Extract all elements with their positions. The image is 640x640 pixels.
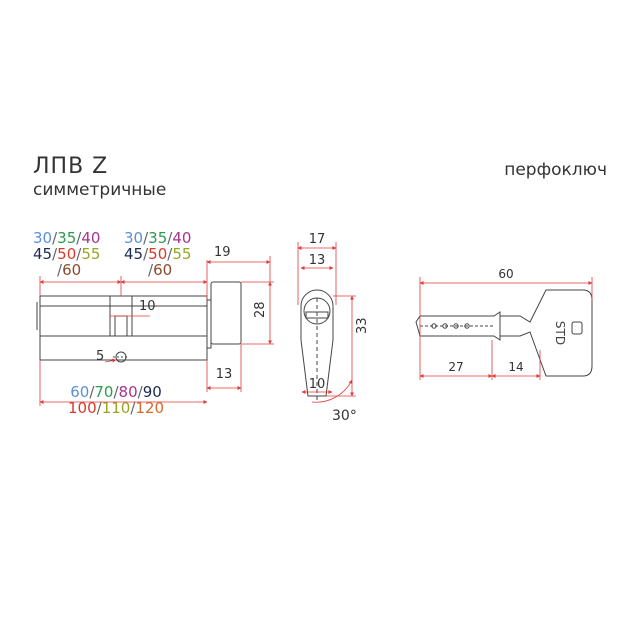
size-row: 45/50/55 xyxy=(33,246,100,262)
size-value: 35 xyxy=(57,229,77,247)
size-separator: / xyxy=(89,383,95,401)
knob-collar xyxy=(206,299,212,349)
key-type-label: перфоключ xyxy=(504,160,607,180)
size-value: 110 xyxy=(101,399,131,417)
size-value: 50 xyxy=(148,245,168,263)
size-separator: / xyxy=(52,245,58,263)
key-hole xyxy=(571,321,583,335)
key-dimensions xyxy=(419,277,593,380)
size-value: 100 xyxy=(68,399,97,417)
key-neck-label: 14 xyxy=(508,360,523,374)
size-row: 100/110/120 xyxy=(68,400,164,416)
key-brand-mark: STD xyxy=(553,321,567,345)
size-separator: / xyxy=(167,245,173,263)
profile-height-label: 33 xyxy=(355,317,370,334)
knob-depth-label: 13 xyxy=(216,367,233,382)
key-dimple xyxy=(431,323,437,329)
profile-inner-label: 13 xyxy=(309,253,326,268)
size-value: 60 xyxy=(62,261,82,279)
size-value: 60 xyxy=(70,383,90,401)
size-row: /60 xyxy=(33,262,100,278)
screw-leader xyxy=(104,358,117,363)
size-row: /60 xyxy=(124,262,191,278)
size-separator: / xyxy=(148,261,154,279)
size-value: 60 xyxy=(153,261,173,279)
key-total-label: 60 xyxy=(498,267,513,281)
size-separator: / xyxy=(130,399,136,417)
cam-gap-label: 10 xyxy=(139,299,156,314)
size-value: 40 xyxy=(81,229,101,247)
size-separator: / xyxy=(137,383,143,401)
screw-label: 5 xyxy=(96,349,104,364)
size-separator: / xyxy=(113,383,119,401)
size-value: 30 xyxy=(33,229,53,247)
size-row: 30/35/40 xyxy=(33,230,100,246)
size-value: 45 xyxy=(33,245,53,263)
cylinder-dimensions xyxy=(39,256,274,406)
size-separator: / xyxy=(76,245,82,263)
size-value: 40 xyxy=(172,229,192,247)
size-separator: / xyxy=(52,229,58,247)
size-separator: / xyxy=(76,229,82,247)
cylinder-side-view xyxy=(36,281,242,363)
knob-length-label: 19 xyxy=(214,245,231,260)
angle-label: 30° xyxy=(332,408,357,424)
size-row: 45/50/55 xyxy=(124,246,191,262)
size-separator: / xyxy=(143,245,149,263)
cylinder-profile-view xyxy=(300,289,334,402)
size-separator: / xyxy=(167,229,173,247)
key-blade-label: 27 xyxy=(448,360,463,374)
size-value: 70 xyxy=(94,383,114,401)
cam-slot xyxy=(114,315,128,337)
size-value: 55 xyxy=(81,245,101,263)
size-value: 120 xyxy=(135,399,165,417)
thumb-knob xyxy=(210,281,242,345)
size-value: 80 xyxy=(118,383,138,401)
angle-arc xyxy=(311,379,353,403)
size-value: 55 xyxy=(172,245,192,263)
profile-dimensions xyxy=(297,242,356,403)
knob-height-label: 28 xyxy=(253,301,268,318)
key-dimple xyxy=(464,323,470,329)
profile-width-label: 17 xyxy=(309,232,326,247)
size-row: 60/70/80/90 xyxy=(68,384,164,400)
size-separator: / xyxy=(143,229,149,247)
profile-outline xyxy=(300,289,334,397)
key-drawing xyxy=(415,289,593,377)
size-separator: / xyxy=(57,261,63,279)
size-value: 90 xyxy=(142,383,162,401)
size-value: 50 xyxy=(57,245,77,263)
size-value: 35 xyxy=(148,229,168,247)
size-value: 30 xyxy=(124,229,144,247)
size-separator: / xyxy=(96,399,102,417)
profile-bottom-label: 10 xyxy=(309,377,326,392)
size-value: 45 xyxy=(124,245,144,263)
model-title: ЛПВ Z xyxy=(33,154,109,179)
key-dimple xyxy=(453,323,459,329)
key-bow xyxy=(499,289,593,377)
size-row: 30/35/40 xyxy=(124,230,191,246)
model-variant: симметричные xyxy=(33,180,167,200)
key-dimple xyxy=(442,323,448,329)
